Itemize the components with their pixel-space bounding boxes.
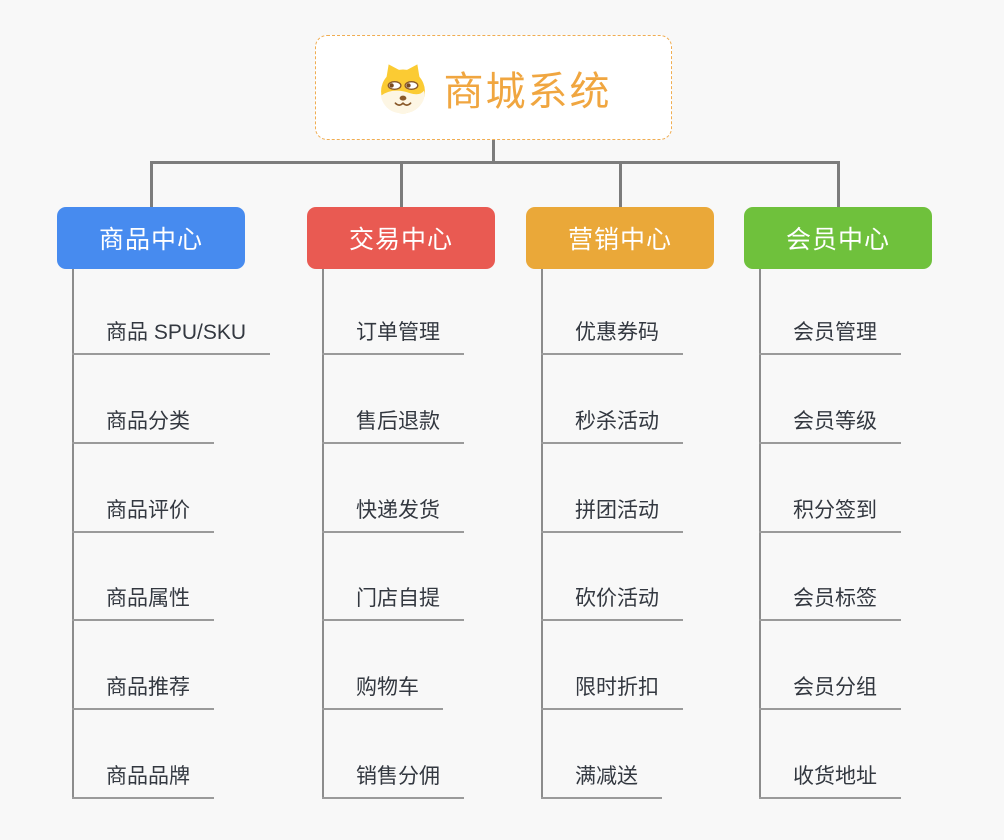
child-node[interactable]: 门店自提 <box>322 585 464 621</box>
dog-face-icon <box>376 61 430 115</box>
child-node[interactable]: 会员分组 <box>759 674 901 710</box>
child-node[interactable]: 商品推荐 <box>72 674 214 710</box>
branch-label: 会员中心 <box>785 226 890 254</box>
child-node[interactable]: 商品品牌 <box>72 763 214 799</box>
branch-label: 商品中心 <box>98 226 203 254</box>
child-node[interactable]: 限时折扣 <box>541 674 683 710</box>
branch-stub-line <box>618 164 622 210</box>
root-drop-line <box>491 140 495 162</box>
branch-label: 交易中心 <box>348 226 453 254</box>
column-spine-line <box>322 269 324 799</box>
child-node[interactable]: 拼团活动 <box>541 497 683 533</box>
child-node[interactable]: 会员管理 <box>759 319 901 355</box>
child-node[interactable]: 快递发货 <box>322 497 464 533</box>
column-spine-line <box>72 269 74 799</box>
child-node[interactable]: 积分签到 <box>759 497 901 533</box>
child-node[interactable]: 会员标签 <box>759 585 901 621</box>
root-title: 商城系统 <box>443 69 612 114</box>
branch-label: 营销中心 <box>567 226 672 254</box>
child-node[interactable]: 售后退款 <box>322 408 464 444</box>
branch-node[interactable]: 商品中心 <box>57 207 245 269</box>
child-node[interactable]: 订单管理 <box>322 319 464 355</box>
branch-stub-line <box>399 164 403 210</box>
branch-stub-line <box>836 164 840 210</box>
branch-node[interactable]: 营销中心 <box>526 207 714 269</box>
child-node[interactable]: 满减送 <box>541 763 662 799</box>
child-node[interactable]: 商品 SPU/SKU <box>72 319 271 355</box>
child-node[interactable]: 商品分类 <box>72 408 214 444</box>
root-node[interactable]: 商城系统 <box>315 35 672 140</box>
column-spine-line <box>541 269 543 799</box>
child-node[interactable]: 砍价活动 <box>541 585 683 621</box>
child-node[interactable]: 优惠券码 <box>541 319 683 355</box>
child-node[interactable]: 秒杀活动 <box>541 408 683 444</box>
child-node[interactable]: 购物车 <box>322 674 443 710</box>
child-node[interactable]: 商品属性 <box>72 585 214 621</box>
child-node[interactable]: 销售分佣 <box>322 763 464 799</box>
branch-node[interactable]: 会员中心 <box>744 207 932 269</box>
horizontal-rail-line <box>149 161 840 164</box>
branch-node[interactable]: 交易中心 <box>307 207 495 269</box>
child-node[interactable]: 商品评价 <box>72 497 214 533</box>
child-node[interactable]: 收货地址 <box>759 763 901 799</box>
child-node[interactable]: 会员等级 <box>759 408 901 444</box>
branch-stub-line <box>149 164 153 210</box>
column-spine-line <box>759 269 761 799</box>
